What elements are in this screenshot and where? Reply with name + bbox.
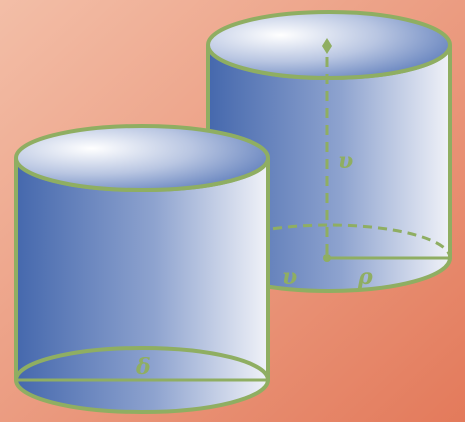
label-back-radius: ρ [357, 264, 373, 290]
front-cylinder-top [14, 124, 270, 192]
height-arrow-icon [322, 38, 332, 54]
center-point [323, 254, 331, 262]
front-cylinder-base-back [14, 346, 270, 381]
label-front-diameter: δ [135, 354, 151, 380]
label-back-height: υ [338, 148, 353, 174]
front-cylinder [14, 124, 270, 414]
label-front-base: υ [282, 264, 297, 290]
